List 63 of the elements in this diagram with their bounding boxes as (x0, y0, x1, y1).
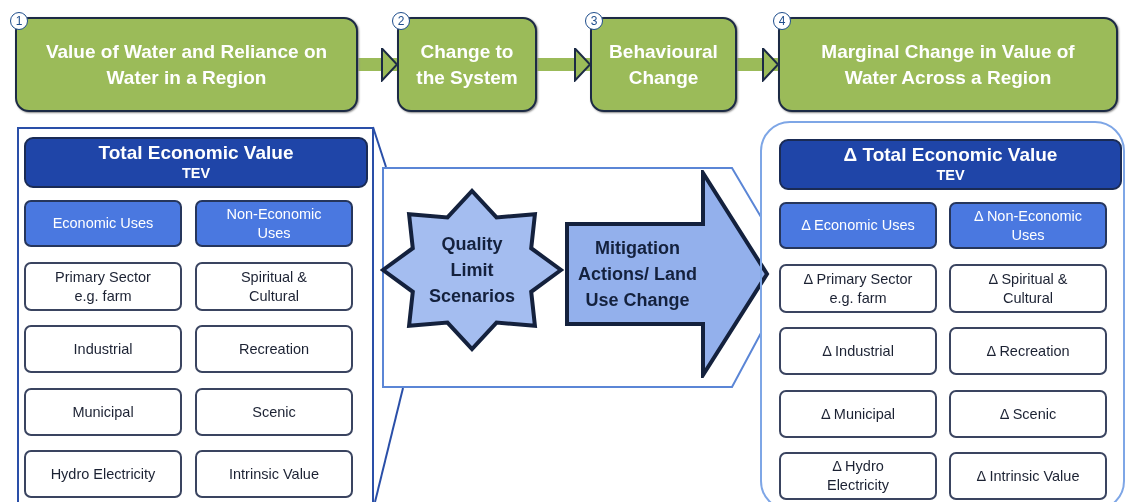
heading: Δ Total Economic Value (843, 144, 1058, 168)
category-box (949, 202, 1107, 249)
subheading: Marginal Change in Value of Water Across a Region (820, 39, 1076, 90)
node-label: Δ Economic Uses (801, 216, 915, 235)
node-label: Δ Hydro Electricity (825, 457, 890, 495)
arrow (358, 47, 398, 82)
subheading: TEV (936, 167, 965, 185)
category-box (779, 202, 937, 249)
header-box (24, 137, 368, 188)
node-label: Intrinsic Value (229, 464, 319, 484)
node-label: Spiritual & Cultural (239, 267, 309, 306)
use-box (949, 390, 1107, 438)
star-shape (380, 188, 564, 352)
node-label: Quality Limit Scenarios (427, 232, 516, 309)
use-box (195, 388, 353, 436)
node-label: Δ Recreation (986, 341, 1070, 361)
step-number: 2 (392, 12, 410, 30)
use-box (24, 262, 182, 311)
value-panel (760, 121, 1125, 502)
subheading: Change to the System (415, 39, 519, 90)
step-number: 4 (773, 12, 791, 30)
node-label: Recreation (238, 339, 310, 359)
node-label: Municipal (72, 402, 134, 422)
node-label: Δ Industrial (822, 341, 894, 361)
subheading: TEV (181, 165, 211, 183)
heading: Total Economic Value (98, 142, 294, 166)
step-number: 1 (10, 12, 28, 30)
node-label: Primary Sector e.g. farm (54, 267, 152, 306)
use-box (195, 450, 353, 498)
use-box (779, 327, 937, 375)
node-label: Δ Spiritual & Cultural (987, 269, 1069, 308)
node-label: Δ Non-Economic Uses (973, 206, 1083, 245)
use-box (949, 452, 1107, 500)
use-box (24, 450, 182, 498)
use-box (24, 325, 182, 373)
node-label: Industrial (73, 339, 133, 359)
category-box (195, 200, 353, 247)
arrow (537, 47, 591, 82)
subheading: Value of Water and Reliance on Water in a Region (44, 39, 329, 90)
node-label: Scenic (252, 402, 296, 422)
node-label: Δ Municipal (820, 404, 896, 424)
use-box (195, 325, 353, 373)
subheading: Behavioural Change (608, 39, 719, 90)
value-panel (17, 127, 375, 502)
node-label: Non-Economic Uses (225, 204, 323, 243)
use-box (779, 452, 937, 500)
node-label: Δ Primary Sector e.g. farm (802, 269, 914, 308)
step-number: 3 (585, 12, 603, 30)
category-box (24, 200, 182, 247)
use-box (195, 262, 353, 311)
node-label: Hydro Electricity (50, 464, 156, 484)
use-box (24, 388, 182, 436)
node-label: Δ Scenic (999, 404, 1057, 424)
node-label: Δ Intrinsic Value (976, 466, 1080, 486)
use-box (779, 264, 937, 313)
use-box (949, 327, 1107, 375)
block-arrow-shape (565, 170, 770, 378)
node-label: Economic Uses (52, 214, 154, 233)
use-box (779, 390, 937, 438)
header-box (779, 139, 1122, 190)
node-label: Mitigation Actions/ Land Use Change (577, 236, 698, 313)
arrow (737, 47, 779, 82)
use-box (949, 264, 1107, 313)
